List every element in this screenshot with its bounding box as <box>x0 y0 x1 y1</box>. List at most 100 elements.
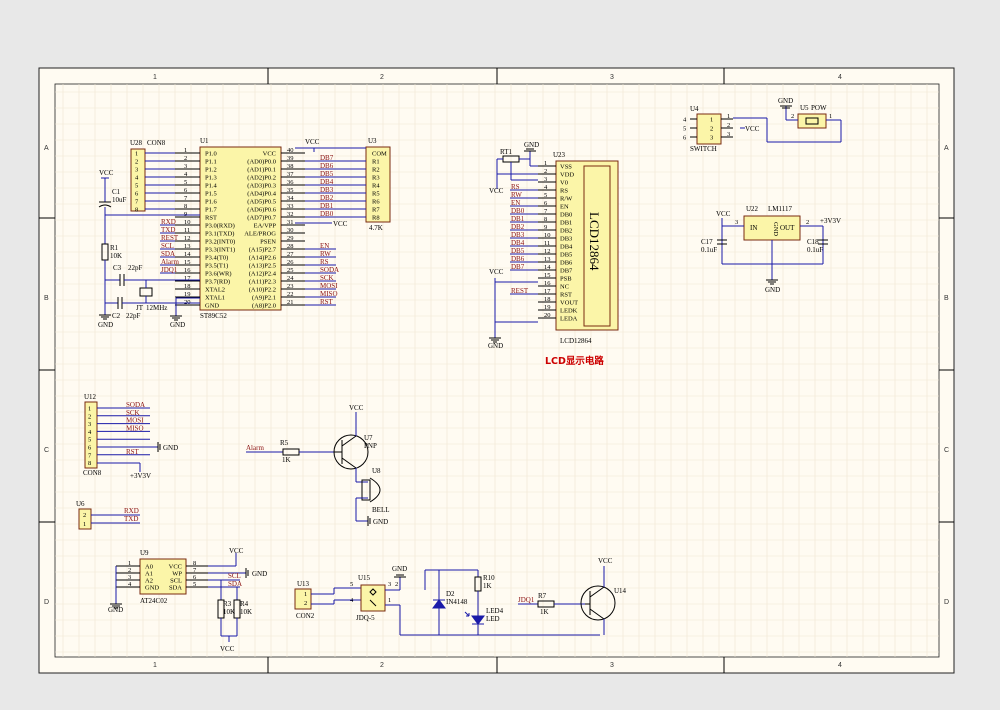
u3-pin-label: R7 <box>372 207 380 214</box>
y1-value: 12MHz <box>146 304 167 312</box>
u23-pin-label: RST <box>560 292 572 299</box>
u1-pin-label: (A15)P2.7 <box>249 247 277 254</box>
u23-pin-label: LEDA <box>560 316 578 323</box>
ruler-col-3-bottom: 3 <box>610 662 614 669</box>
u1-pin-label: GND <box>205 303 219 310</box>
relay-gnd: GND <box>392 565 407 573</box>
u1-pin-number: 3 <box>184 163 187 170</box>
rt1-ref: RT1 <box>500 148 513 156</box>
u1-ref: U1 <box>200 137 209 145</box>
u1-net-label: DB3 <box>320 186 334 194</box>
u1-pin-label: (A9)P2.1 <box>252 295 276 302</box>
u1-pin-label: ALE/PROG <box>244 231 276 238</box>
u1-pin-number: 16 <box>184 267 191 274</box>
u9-body <box>139 558 187 595</box>
vcc-label-reset: VCC <box>99 169 114 177</box>
u12-pin-number: 4 <box>88 429 92 436</box>
u9-pin-number: 8 <box>193 560 196 567</box>
u23-pin-number: 4 <box>544 184 548 191</box>
u1-pin-number: 21 <box>287 299 294 306</box>
u28-pin-number: 4 <box>135 175 139 182</box>
ruler-col-4-bottom: 4 <box>838 662 842 669</box>
u1-net-label: DB2 <box>320 194 334 202</box>
u28-pin-number: 5 <box>135 183 138 190</box>
ruler-left: A B C D <box>39 145 55 606</box>
led4-part: LED <box>486 615 500 623</box>
u3-pin-label: R5 <box>372 191 380 198</box>
r7-ref: R7 <box>538 592 547 600</box>
u9-pin-label: WP <box>172 571 182 578</box>
d2-part: IN4148 <box>446 598 468 606</box>
u1-pin-number: 28 <box>287 243 294 250</box>
u9-net-sda: SDA <box>228 580 242 588</box>
u12-v33: +3V3V <box>130 472 151 480</box>
u1-pin-label: EA/VPP <box>254 223 277 230</box>
u23-net-label: DB2 <box>511 223 525 231</box>
ruler-row-c: C <box>44 447 49 454</box>
vcc-label-lcd2: VCC <box>489 268 504 276</box>
led4-ref: LED4 <box>486 607 504 615</box>
r10-value: 1K <box>483 582 492 590</box>
u23-pin-label: V0 <box>560 180 568 187</box>
u1-pin-label: (AD6)P0.6 <box>247 207 276 214</box>
u12-net-label: SCK <box>126 409 140 417</box>
u9-pin-label: A2 <box>145 578 153 585</box>
u9-pin-number: 2 <box>128 567 131 574</box>
r1-ref: R1 <box>110 244 119 252</box>
u4-pin-number: 6 <box>683 135 687 142</box>
u1-pin-label: (A11)P2.3 <box>249 279 276 286</box>
r3r4-vcc: VCC <box>220 645 235 653</box>
c2-ref: C2 <box>112 312 121 320</box>
u1-net-label: REST <box>161 234 179 242</box>
u22-v33: +3V3V <box>820 217 841 225</box>
u1-body <box>199 146 282 311</box>
u23-pin-number: 14 <box>544 264 551 271</box>
u28-pin-number: 2 <box>135 159 138 166</box>
u9-pin-label: A1 <box>145 571 153 578</box>
u1-pin-number: 30 <box>287 227 294 234</box>
u1-pin-number: 18 <box>184 283 191 290</box>
u8-gnd: GND <box>373 518 388 526</box>
u1-pin-number: 33 <box>287 203 294 210</box>
u3-pin-label: R1 <box>372 159 380 166</box>
u12-net-label: MISO <box>126 424 144 432</box>
u23-pin-label: VOUT <box>560 300 578 307</box>
u23-net-label: DB1 <box>511 215 525 223</box>
gnd-label-u1: GND <box>170 321 185 329</box>
u15-pin-4: 4 <box>350 597 354 604</box>
u23-net-label: DB0 <box>511 207 525 215</box>
ruler-row-a-right: A <box>944 145 949 152</box>
u13-body <box>294 588 312 610</box>
u1-net-label: DB0 <box>320 210 334 218</box>
u23-net-label: REST <box>511 287 529 295</box>
u23-pin-number: 5 <box>544 192 547 199</box>
u1-pin-label: P3.6(WR) <box>205 271 232 278</box>
u9-net-scl: SCL <box>228 572 241 580</box>
u23-pin-number: 8 <box>544 216 547 223</box>
u4-pin-number: 2 <box>710 126 713 133</box>
u23-net-label: EN <box>511 199 520 207</box>
u1-net-label: JDQ1 <box>161 266 178 274</box>
u4-pin-number: 3 <box>710 135 713 142</box>
vcc-label-lcd: VCC <box>489 187 504 195</box>
u15-ref: U15 <box>358 574 371 582</box>
u22-regulator: U22 LM1117 IN OUT GND 3 2 VCC +3V3V C17 … <box>701 205 841 294</box>
c18-ref: C18 <box>807 238 819 246</box>
ruler-top: 1 2 3 4 <box>153 68 842 84</box>
u28-ref: U28 <box>130 139 143 147</box>
u1-pin-label: (AD2)P0.2 <box>247 175 276 182</box>
u3-pin-label: R2 <box>372 167 380 174</box>
u6-pin-2: 2 <box>83 512 86 519</box>
gnd-label-reset: GND <box>98 321 113 329</box>
u23-pin-label: EN <box>560 204 569 211</box>
u12-part: CON8 <box>83 469 102 477</box>
u23-pin-number: 18 <box>544 296 551 303</box>
u23-body <box>555 160 619 331</box>
